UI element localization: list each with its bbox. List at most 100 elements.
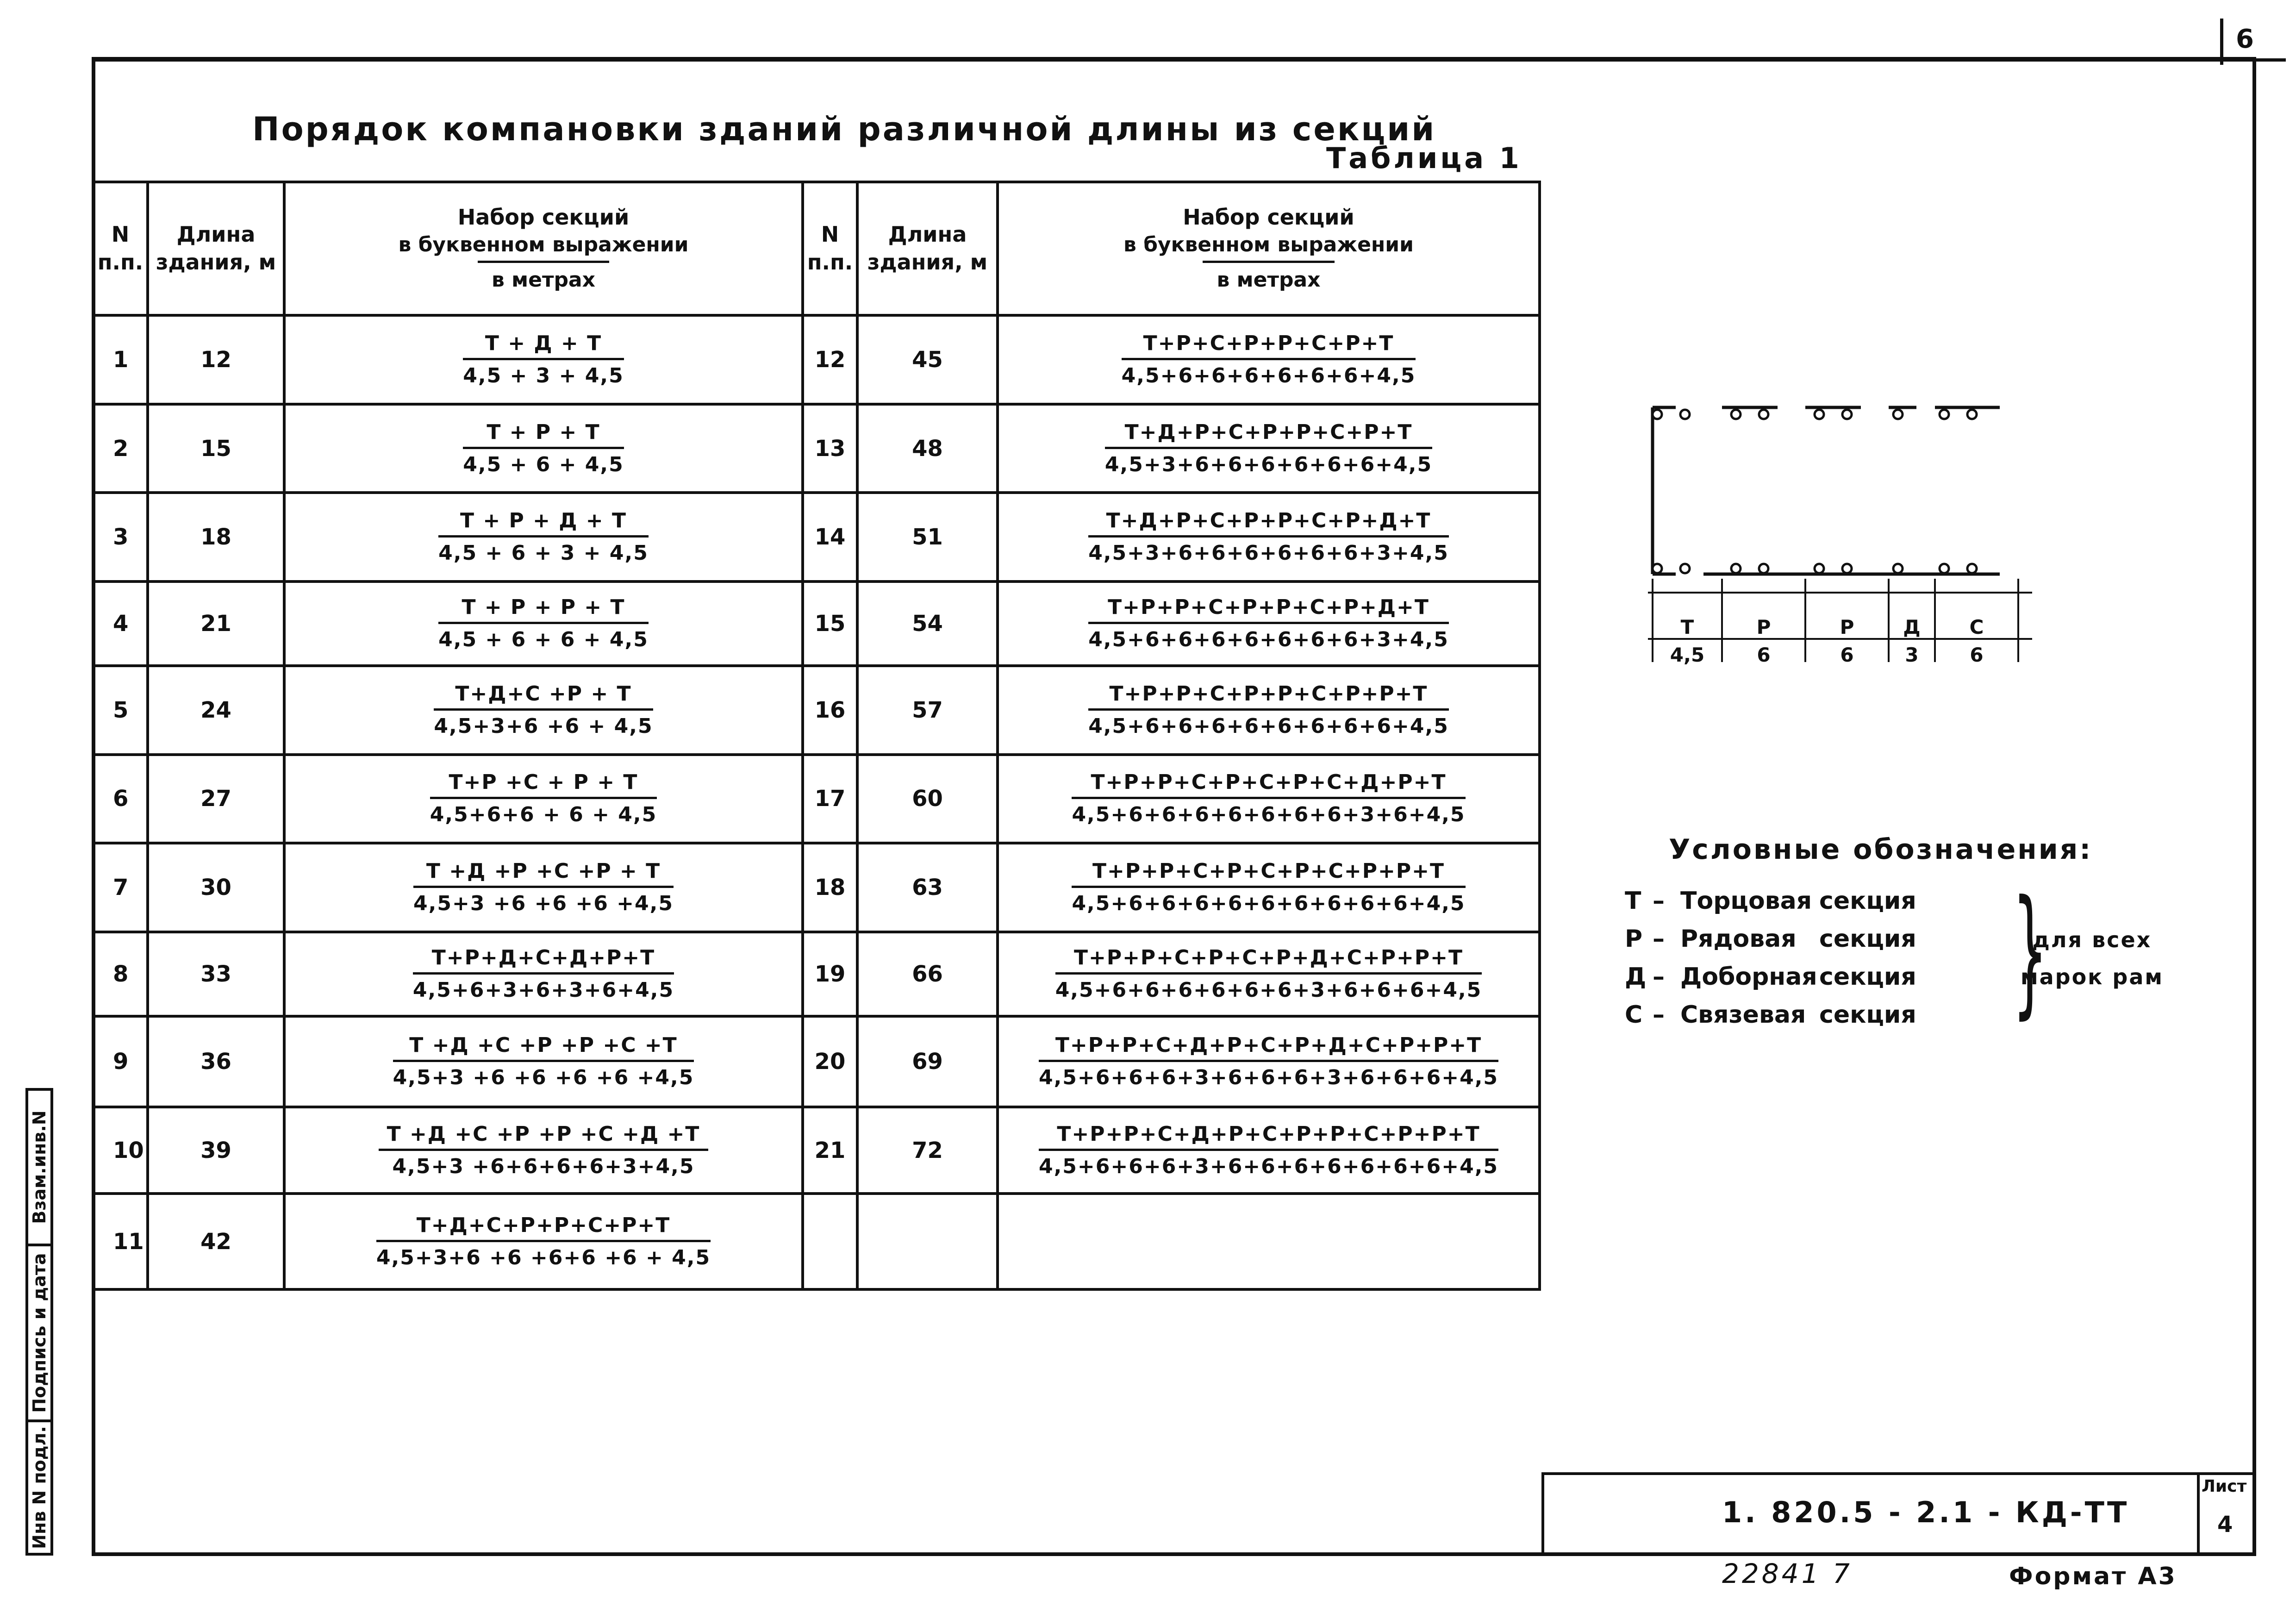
section-letters: Т + Д + Т [463, 331, 624, 360]
row-number: 2 [92, 402, 149, 494]
building-length: 12 [146, 314, 286, 406]
legend-word1: Торцовая [1680, 887, 1812, 915]
section-letters: Т+Р+Р+С+Р+С+Р+С+Р+Р+Т [1072, 859, 1466, 888]
legend-word1: Доборная [1680, 963, 1817, 991]
row-number: 3 [92, 491, 149, 583]
building-length: 33 [146, 930, 286, 1018]
sheet-number: 4 [2217, 1512, 2233, 1538]
diagram-section-letter: Р [1840, 616, 1854, 638]
left-section-set: Т+Д+С +Р + Т 4,5+3+6 +6 + 4,5 [283, 664, 804, 756]
row-number: 11 [92, 1192, 149, 1291]
row-number: 14 [801, 491, 859, 583]
header-set-2: Набор секций в буквенном выражении в мет… [996, 181, 1541, 317]
building-length: 51 [856, 491, 999, 583]
empty-cell [801, 1192, 859, 1291]
section-letters: Т+Д+С+Р+Р+С+Р+Т [376, 1213, 711, 1242]
section-meters: 4,5+3+6 +6 + 4,5 [434, 714, 653, 738]
building-length: 57 [856, 664, 999, 756]
sheet-box [2197, 1472, 2256, 1556]
row-number: 17 [801, 753, 859, 845]
title-block [1541, 1472, 2197, 1556]
building-length: 27 [146, 753, 286, 845]
building-length: 60 [856, 753, 999, 845]
row-number: 1 [92, 314, 149, 406]
section-letters: Т +Д +С +Р +Р +С +Т [393, 1033, 694, 1062]
building-length: 42 [146, 1192, 286, 1291]
building-length: 72 [856, 1106, 999, 1195]
legend-dash: – [1653, 887, 1665, 915]
section-letters: Т+Р+Р+С+Р+С+Р+С+Д+Р+Т [1072, 770, 1466, 800]
legend-word2: секция [1819, 963, 1916, 991]
section-meters: 4,5+6+6+6+3+6+6+6+6+6+6+6+4,5 [1038, 1154, 1499, 1178]
section-meters: 4,5+6+6+6+6+6+6+6+3+4,5 [1088, 627, 1449, 651]
row-number: 10 [92, 1106, 149, 1195]
building-length: 18 [146, 491, 286, 583]
section-letters: Т + Р + Р + Т [438, 595, 649, 624]
row-number: 16 [801, 664, 859, 756]
section-meters: 4,5+6+6+6+3+6+6+6+3+6+6+6+4,5 [1038, 1065, 1499, 1089]
row-number: 13 [801, 402, 859, 494]
legend-word2: секция [1819, 1001, 1916, 1029]
legend-word2: секция [1819, 925, 1916, 953]
section-letters: Т+Д+С +Р + Т [434, 682, 653, 711]
page-title: Порядок компановки зданий различной длин… [252, 110, 1436, 148]
diagram-section-size: 6 [1757, 644, 1771, 666]
building-length: 36 [146, 1014, 286, 1109]
section-letters: Т+Д+Р+С+Р+Р+С+Р+Т [1104, 420, 1433, 449]
row-number: 15 [801, 580, 859, 667]
section-meters: 4,5 + 6 + 3 + 4,5 [438, 541, 649, 565]
header-set-title-2: Набор секций [1183, 205, 1354, 230]
legend-note: для всех марок рам [2021, 921, 2164, 995]
row-number: 12 [801, 314, 859, 406]
header-num-2: N п.п. [801, 181, 859, 317]
row-number: 8 [92, 930, 149, 1018]
row-number: 4 [92, 580, 149, 667]
legend-key: Р [1625, 925, 1643, 953]
row-number: 19 [801, 930, 859, 1018]
header-num: N п.п. [92, 181, 149, 317]
diagram-section-size: 6 [1970, 644, 1984, 666]
section-meters: 4,5+6+3+6+3+6+4,5 [412, 978, 674, 1002]
section-letters: Т+Р+Р+С+Р+Р+С+Р+Р+Т [1088, 682, 1449, 711]
sidebar-signature-label: Подпись и дата [29, 1253, 50, 1413]
building-length: 15 [146, 402, 286, 494]
table-label: Таблица 1 [1326, 141, 1522, 175]
diagram-section-size: 3 [1905, 644, 1919, 666]
section-meters: 4,5+3 +6 +6 +6 +4,5 [413, 892, 674, 916]
building-length: 30 [146, 842, 286, 933]
inventory-number: 22841 7 [1722, 1558, 1853, 1589]
section-letters: Т + Р + Т [463, 420, 624, 449]
legend-dash: – [1653, 963, 1665, 991]
legend-word1: Связевая [1680, 1001, 1806, 1029]
section-letters: Т+Д+Р+С+Р+Р+С+Р+Д+Т [1088, 509, 1449, 538]
sheet-label: Лист [2202, 1477, 2247, 1496]
diagram-section-letter: Д [1903, 616, 1921, 638]
